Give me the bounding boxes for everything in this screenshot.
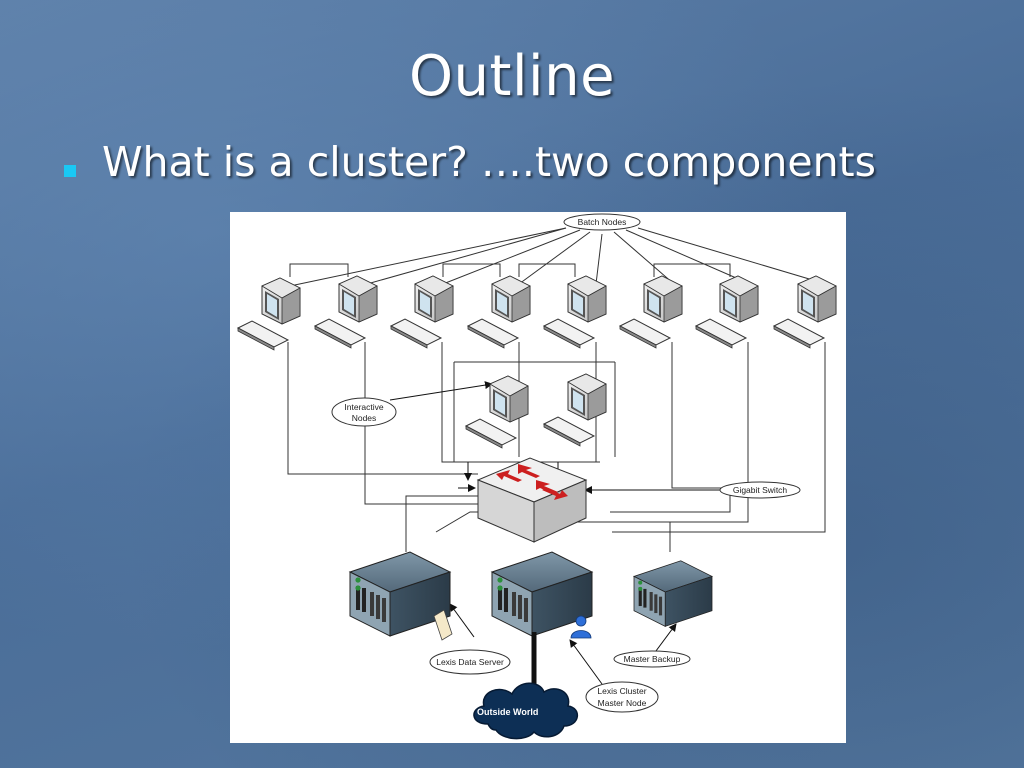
slide-title: Outline (408, 44, 616, 109)
svg-text:Lexis Data Server: Lexis Data Server (436, 657, 504, 667)
switch-icon (476, 457, 588, 543)
interactive-nodes-label: Interactive Nodes (331, 397, 397, 427)
bullet-text: What is a cluster? ….two components (102, 138, 876, 186)
outside-world-label: Outside World (477, 707, 538, 717)
cloud-icon: Outside World (473, 682, 578, 740)
computer-icon (467, 275, 531, 349)
computer-icon (543, 373, 607, 447)
svg-text:Master Backup: Master Backup (624, 654, 681, 664)
arrows (389, 381, 720, 685)
computer-icon (314, 275, 378, 349)
gigabit-switch-label: Gigabit Switch (719, 481, 801, 499)
svg-text:Lexis Cluster: Lexis Cluster (597, 686, 646, 696)
svg-text:Gigabit Switch: Gigabit Switch (733, 485, 788, 495)
user-icon (570, 615, 592, 639)
computer-icon (390, 275, 454, 349)
svg-text:Master Node: Master Node (598, 698, 647, 708)
computer-icon (695, 275, 759, 349)
bullet-marker (64, 165, 76, 177)
master-backup-label: Master Backup (613, 650, 691, 668)
computer-icon (543, 275, 607, 349)
svg-text:Nodes: Nodes (352, 413, 377, 423)
batch-nodes (237, 275, 837, 351)
computer-icon (619, 275, 683, 349)
svg-text:Batch Nodes: Batch Nodes (578, 217, 627, 227)
svg-text:Interactive: Interactive (344, 402, 383, 412)
cluster-diagram: Outside World Batch Nodes Interactive No… (230, 212, 846, 743)
batch-nodes-label: Batch Nodes (563, 213, 641, 231)
master-node (491, 551, 593, 692)
document-icon (433, 609, 453, 641)
computer-icon (237, 277, 301, 351)
master-backup (633, 560, 713, 627)
lexis-data-server-label: Lexis Data Server (429, 649, 511, 675)
computer-icon (773, 275, 837, 349)
server-icon (633, 560, 713, 627)
master-node-label: Lexis Cluster Master Node (585, 681, 659, 713)
lexis-data-server (349, 551, 453, 641)
server-icon (349, 551, 451, 637)
